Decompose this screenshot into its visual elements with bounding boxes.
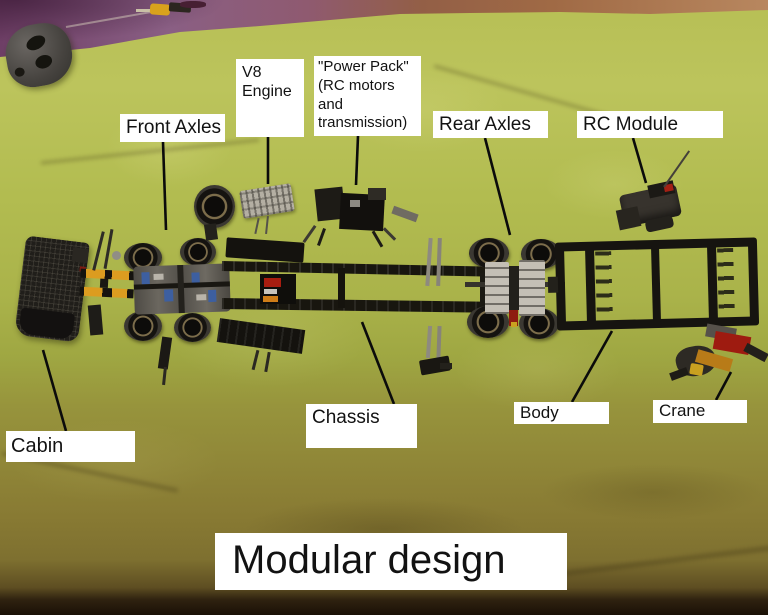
wheel (124, 311, 162, 341)
label-power-pack-line4: transmission) (318, 114, 408, 132)
leader-line-body (570, 330, 614, 403)
leader-line-chassis (360, 321, 396, 405)
suspension-frame (519, 260, 545, 316)
label-body: Body (514, 402, 609, 424)
gearbox-block (260, 274, 296, 304)
wheel (174, 313, 211, 342)
wheel (180, 238, 216, 266)
white-sticker (264, 289, 277, 294)
label-power-pack: "Power Pack" (RC motors and transmission… (314, 56, 421, 136)
label-crane: Crane (653, 400, 747, 423)
leader-line-front-axles (161, 141, 168, 231)
label-power-pack-line2: (RC motors (318, 76, 395, 94)
rear-axles-module (465, 236, 565, 340)
detail-dark (368, 188, 386, 200)
gray-part (350, 200, 360, 207)
title-modular-design: Modular design (215, 533, 567, 590)
power-pack-module (302, 186, 397, 248)
label-v8-engine-line2: Engine (242, 83, 292, 101)
gray-knob (112, 251, 121, 260)
tool-object (136, 1, 208, 17)
leader-line-crane (714, 371, 733, 401)
label-chassis: Chassis (306, 404, 417, 448)
leader-line-rc-module (631, 137, 648, 184)
yellow-part (511, 322, 517, 327)
center-spine (509, 266, 519, 310)
leader-line-rear-axles (483, 137, 512, 236)
label-v8-engine-line1: V8 (242, 64, 262, 81)
label-v8-engine: V8 Engine (236, 59, 304, 137)
loose-connector (418, 355, 452, 376)
label-rear-axles: Rear Axles (433, 111, 548, 138)
label-power-pack-line3: and (318, 95, 344, 113)
chassis-crossmember (338, 268, 345, 308)
label-power-pack-line1: "Power Pack" (318, 58, 409, 75)
suspension-frame (485, 262, 509, 314)
orange-sticker (263, 296, 278, 302)
front-axles-module (122, 237, 242, 386)
tool-shaft (136, 9, 152, 12)
red-part (509, 310, 518, 326)
label-cabin: Cabin (6, 431, 135, 462)
label-front-axles: Front Axles (120, 114, 225, 142)
connector-stub (440, 363, 452, 369)
label-rc-module: RC Module (577, 111, 723, 138)
red-sticker (264, 278, 281, 287)
leader-line-power-pack (354, 135, 360, 186)
detail-dark (180, 1, 206, 8)
chassis-crossmember (480, 268, 489, 310)
leader-line-cabin (41, 349, 68, 432)
spare-wheel (194, 185, 235, 228)
